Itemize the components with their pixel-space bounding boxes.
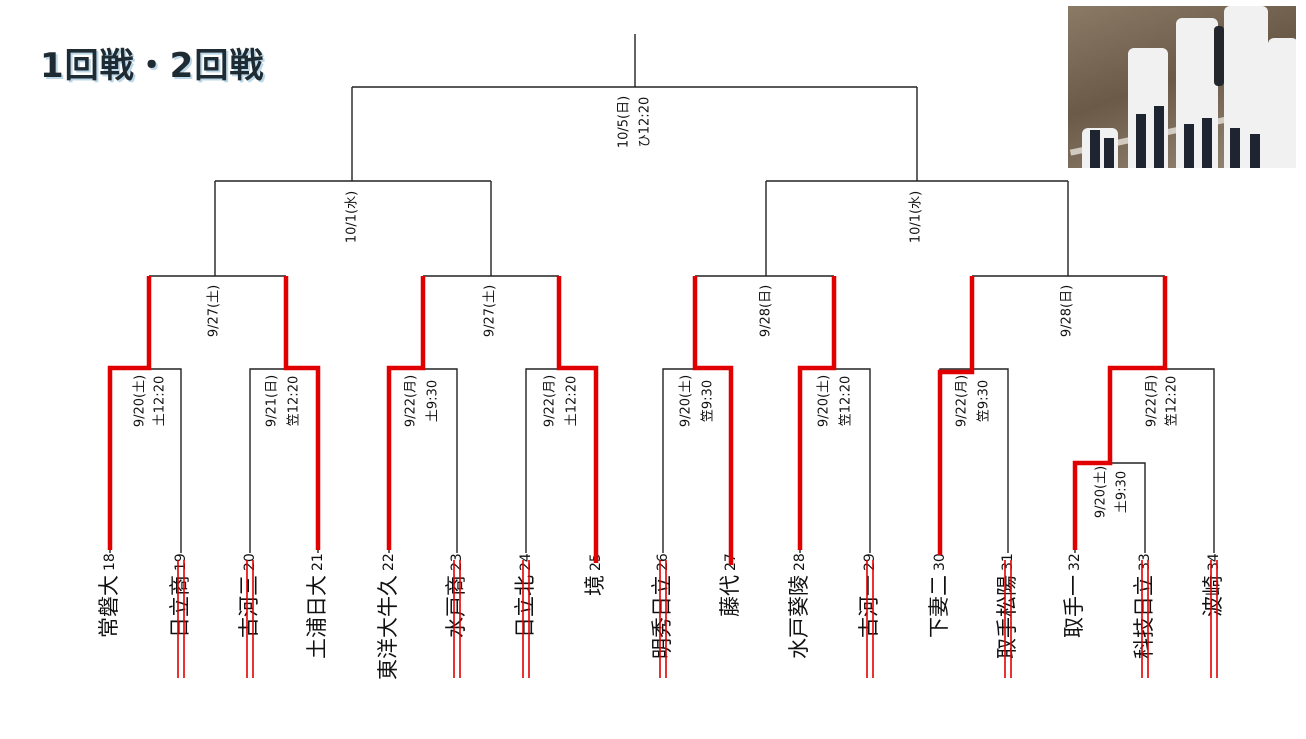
- team-number: 19: [173, 553, 189, 571]
- bracket-m7: [940, 369, 1008, 553]
- match-time-m8: 笠12:20: [1165, 376, 1180, 426]
- team-number: 34: [1206, 553, 1222, 571]
- team-number: 23: [449, 553, 465, 571]
- match-date-m4: 9/22(月): [543, 375, 558, 427]
- team-name: 東洋大牛久: [376, 575, 400, 680]
- match-date-s2: 10/1(水): [909, 191, 924, 243]
- match-date-m5: 9/20(土): [679, 375, 694, 427]
- team-6: 水戸商 23: [444, 553, 468, 678]
- match-time-m2: 笠12:20: [287, 376, 302, 426]
- bracket-m5: [663, 369, 731, 553]
- team-1: 常磐大 18: [97, 553, 121, 638]
- match-time-m6: 笠12:20: [839, 376, 854, 426]
- match-date-s1: 10/1(水): [345, 191, 360, 243]
- team-name: 藤代: [718, 575, 742, 617]
- team-number: 22: [381, 553, 397, 571]
- team-12: 古河一 29: [857, 553, 881, 678]
- match-date-q3: 9/28(日): [759, 285, 774, 337]
- team-name: 水戸葵陵: [787, 575, 811, 659]
- match-time-pre: 土9:30: [1115, 471, 1130, 513]
- team-number: 21: [310, 553, 326, 571]
- match-date-pre: 9/20(土): [1094, 466, 1109, 518]
- baseball-players-photo: [1068, 6, 1296, 168]
- team-14: 取手松陽 31: [995, 553, 1019, 678]
- team-5: 東洋大牛久 22: [376, 553, 400, 680]
- team-name: 境: [583, 575, 607, 596]
- match-date-m3: 9/22(月): [404, 375, 419, 427]
- team-number: 26: [655, 553, 671, 571]
- team-number: 31: [1000, 553, 1016, 571]
- bracket-pre: [1075, 463, 1145, 553]
- final-date: 10/5(日): [617, 96, 632, 148]
- team-17: 波崎 34: [1201, 553, 1225, 678]
- team-name: 古河三: [237, 575, 261, 638]
- team-name: 水戸商: [444, 575, 468, 638]
- match-time-m1: 土12:20: [153, 376, 168, 426]
- match-date-m7: 9/22(月): [955, 375, 970, 427]
- team-name: 取手松陽: [995, 575, 1019, 659]
- match-date-m1: 9/20(土): [133, 375, 148, 427]
- team-2: 日立商 19: [168, 553, 192, 678]
- team-number: 20: [242, 553, 258, 571]
- team-3: 古河三 20: [237, 553, 261, 678]
- match-date-q1: 9/27(土): [207, 285, 222, 337]
- team-4: 土浦日大 21: [305, 553, 329, 659]
- team-name: 波崎: [1201, 575, 1225, 617]
- team-15: 取手一 32: [1062, 553, 1086, 638]
- bracket-m4: [526, 369, 596, 553]
- bracket-m6: [800, 369, 870, 553]
- match-time-m4: 土12:20: [565, 376, 580, 426]
- match-time-m7: 笠9:30: [977, 380, 992, 422]
- team-number: 28: [792, 553, 808, 571]
- team-16: 科技日立 33: [1132, 553, 1156, 678]
- match-time-m5: 笠9:30: [701, 380, 716, 422]
- match-date-q4: 9/28(日): [1060, 285, 1075, 337]
- match-date-m2: 9/21(日): [265, 375, 280, 427]
- match-date-m8: 9/22(月): [1145, 375, 1160, 427]
- team-name: 科技日立: [1132, 575, 1156, 659]
- team-name: 土浦日大: [305, 575, 329, 659]
- team-name: 常磐大: [97, 575, 121, 638]
- team-number: 32: [1067, 553, 1083, 571]
- team-7: 日立北 24: [513, 553, 537, 678]
- bracket-m8: [1110, 369, 1214, 553]
- team-number: 24: [518, 553, 534, 571]
- team-9: 明秀日立 26: [650, 553, 674, 678]
- match-time-m3: 土9:30: [426, 380, 441, 422]
- match-date-q2: 9/27(土): [483, 285, 498, 337]
- team-name: 日立商: [168, 575, 192, 638]
- team-number: 33: [1137, 553, 1153, 571]
- team-name: 古河一: [857, 575, 881, 638]
- team-number: 30: [932, 553, 948, 571]
- team-name: 取手一: [1062, 575, 1086, 638]
- team-13: 下妻二 30: [927, 553, 951, 638]
- team-name: 日立北: [513, 575, 537, 638]
- team-11: 水戸葵陵 28: [787, 553, 811, 659]
- bracket-m3: [389, 369, 457, 553]
- team-number: 29: [862, 553, 878, 571]
- team-name: 下妻二: [927, 575, 951, 638]
- team-number: 18: [102, 553, 118, 571]
- final-time: ひ12:20: [638, 97, 653, 147]
- match-date-m6: 9/20(土): [817, 375, 832, 427]
- bracket-m2: [250, 369, 318, 553]
- team-name: 明秀日立: [650, 575, 674, 659]
